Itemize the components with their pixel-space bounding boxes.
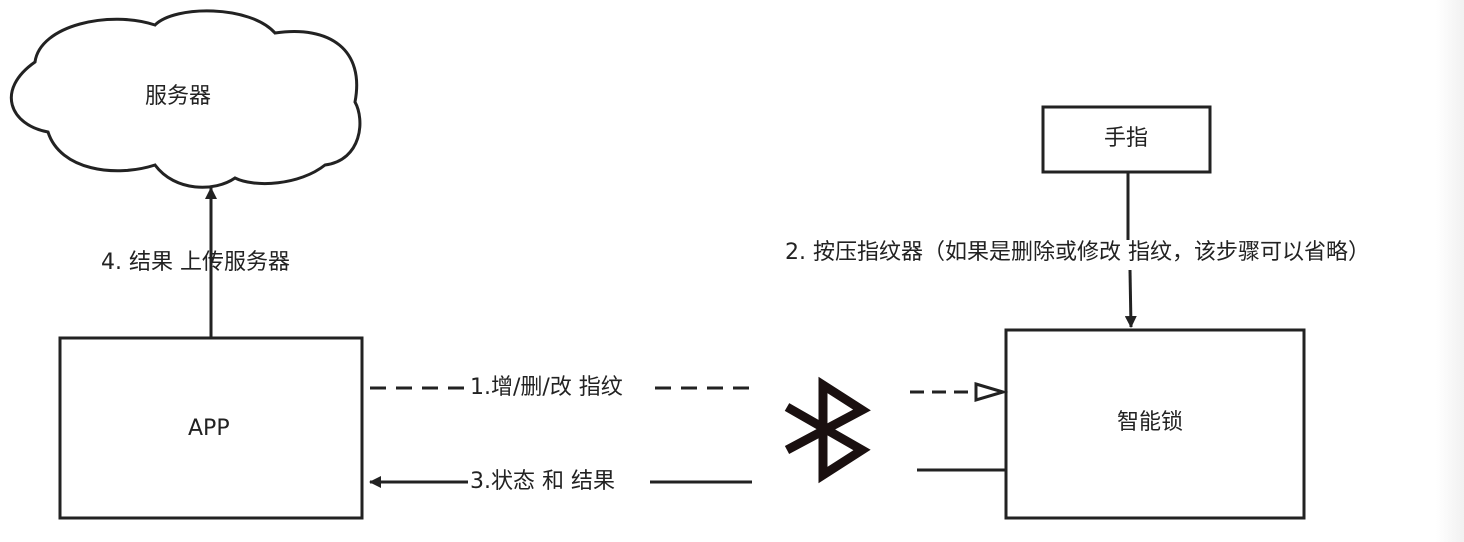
finger-label: 手指 — [1104, 126, 1149, 151]
finger-box[interactable] — [1041, 105, 1212, 174]
server-label: 服务器 — [145, 84, 212, 109]
server-cloud — [9, 9, 362, 189]
lock-label: 智能锁 — [1117, 410, 1184, 435]
app-label: APP — [188, 416, 230, 441]
arrow-press-lower — [1124, 269, 1137, 328]
right-edge-shade — [1436, 0, 1464, 542]
step3-label: 3.状态 和 结果 — [470, 469, 615, 494]
bluetooth-icon — [784, 376, 871, 484]
step4-label: 4. 结果 上传服务器 — [101, 250, 290, 275]
app-box[interactable] — [58, 336, 364, 520]
step1-label: 1.增/删/改 指纹 — [470, 375, 623, 400]
open-arrowhead — [974, 381, 1009, 403]
lock-box[interactable] — [1004, 328, 1306, 520]
step2-label: 2. 按压指纹器（如果是删除或修改 指纹，该步骤可以省略） — [785, 240, 1370, 265]
